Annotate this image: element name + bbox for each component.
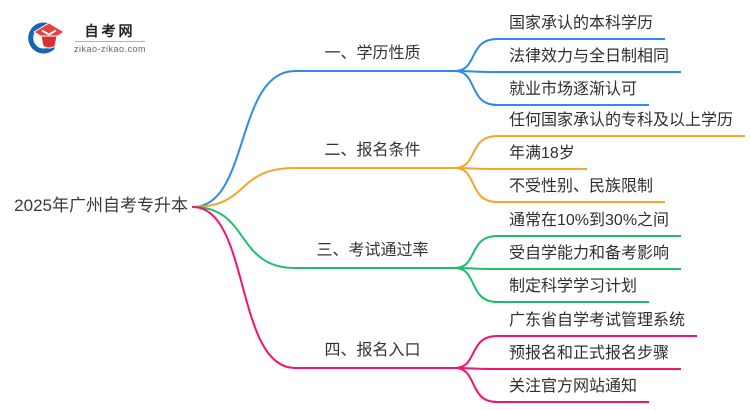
child-node: 不受性别、民族限制 bbox=[497, 175, 666, 203]
logo-divider bbox=[75, 40, 146, 42]
child-node: 国家承认的本科学历 bbox=[497, 12, 666, 40]
child-node: 关注官方网站通知 bbox=[497, 375, 650, 403]
branch-label-3: 三、考试通过率 bbox=[316, 242, 429, 259]
branch-label-4: 四、报名入口 bbox=[324, 342, 421, 359]
branch-label-1: 一、学历性质 bbox=[324, 45, 421, 62]
site-name: 自考网 bbox=[84, 22, 136, 39]
site-url: zikao-zikao.com bbox=[74, 43, 147, 54]
child-node: 年满18岁 bbox=[497, 142, 587, 170]
branch-1-connectors bbox=[192, 38, 498, 208]
child-node: 法律效力与全日制相同 bbox=[497, 45, 682, 73]
branch-label-2: 二、报名条件 bbox=[324, 142, 421, 159]
branch-2-connectors bbox=[192, 135, 498, 208]
child-node: 制定科学学习计划 bbox=[497, 275, 650, 303]
child-node: 任何国家承认的专科及以上学历 bbox=[497, 109, 746, 137]
child-node: 通常在10%到30%之间 bbox=[497, 209, 682, 237]
child-node: 广东省自学考试管理系统 bbox=[497, 309, 698, 337]
child-node: 预报名和正式报名步骤 bbox=[497, 342, 682, 370]
child-node: 就业市场逐渐认可 bbox=[497, 78, 650, 106]
child-node: 受自学能力和备考影响 bbox=[497, 242, 682, 270]
mindmap-root-label: 2025年广州自考专升本 bbox=[14, 196, 188, 215]
site-logo-text: 自考网 zikao-zikao.com bbox=[74, 23, 146, 54]
graduation-cap-icon bbox=[28, 22, 65, 54]
site-logo: 自考网 zikao-zikao.com bbox=[28, 20, 146, 56]
branch-4-connectors bbox=[192, 206, 498, 403]
branch-3-connectors bbox=[192, 206, 498, 303]
